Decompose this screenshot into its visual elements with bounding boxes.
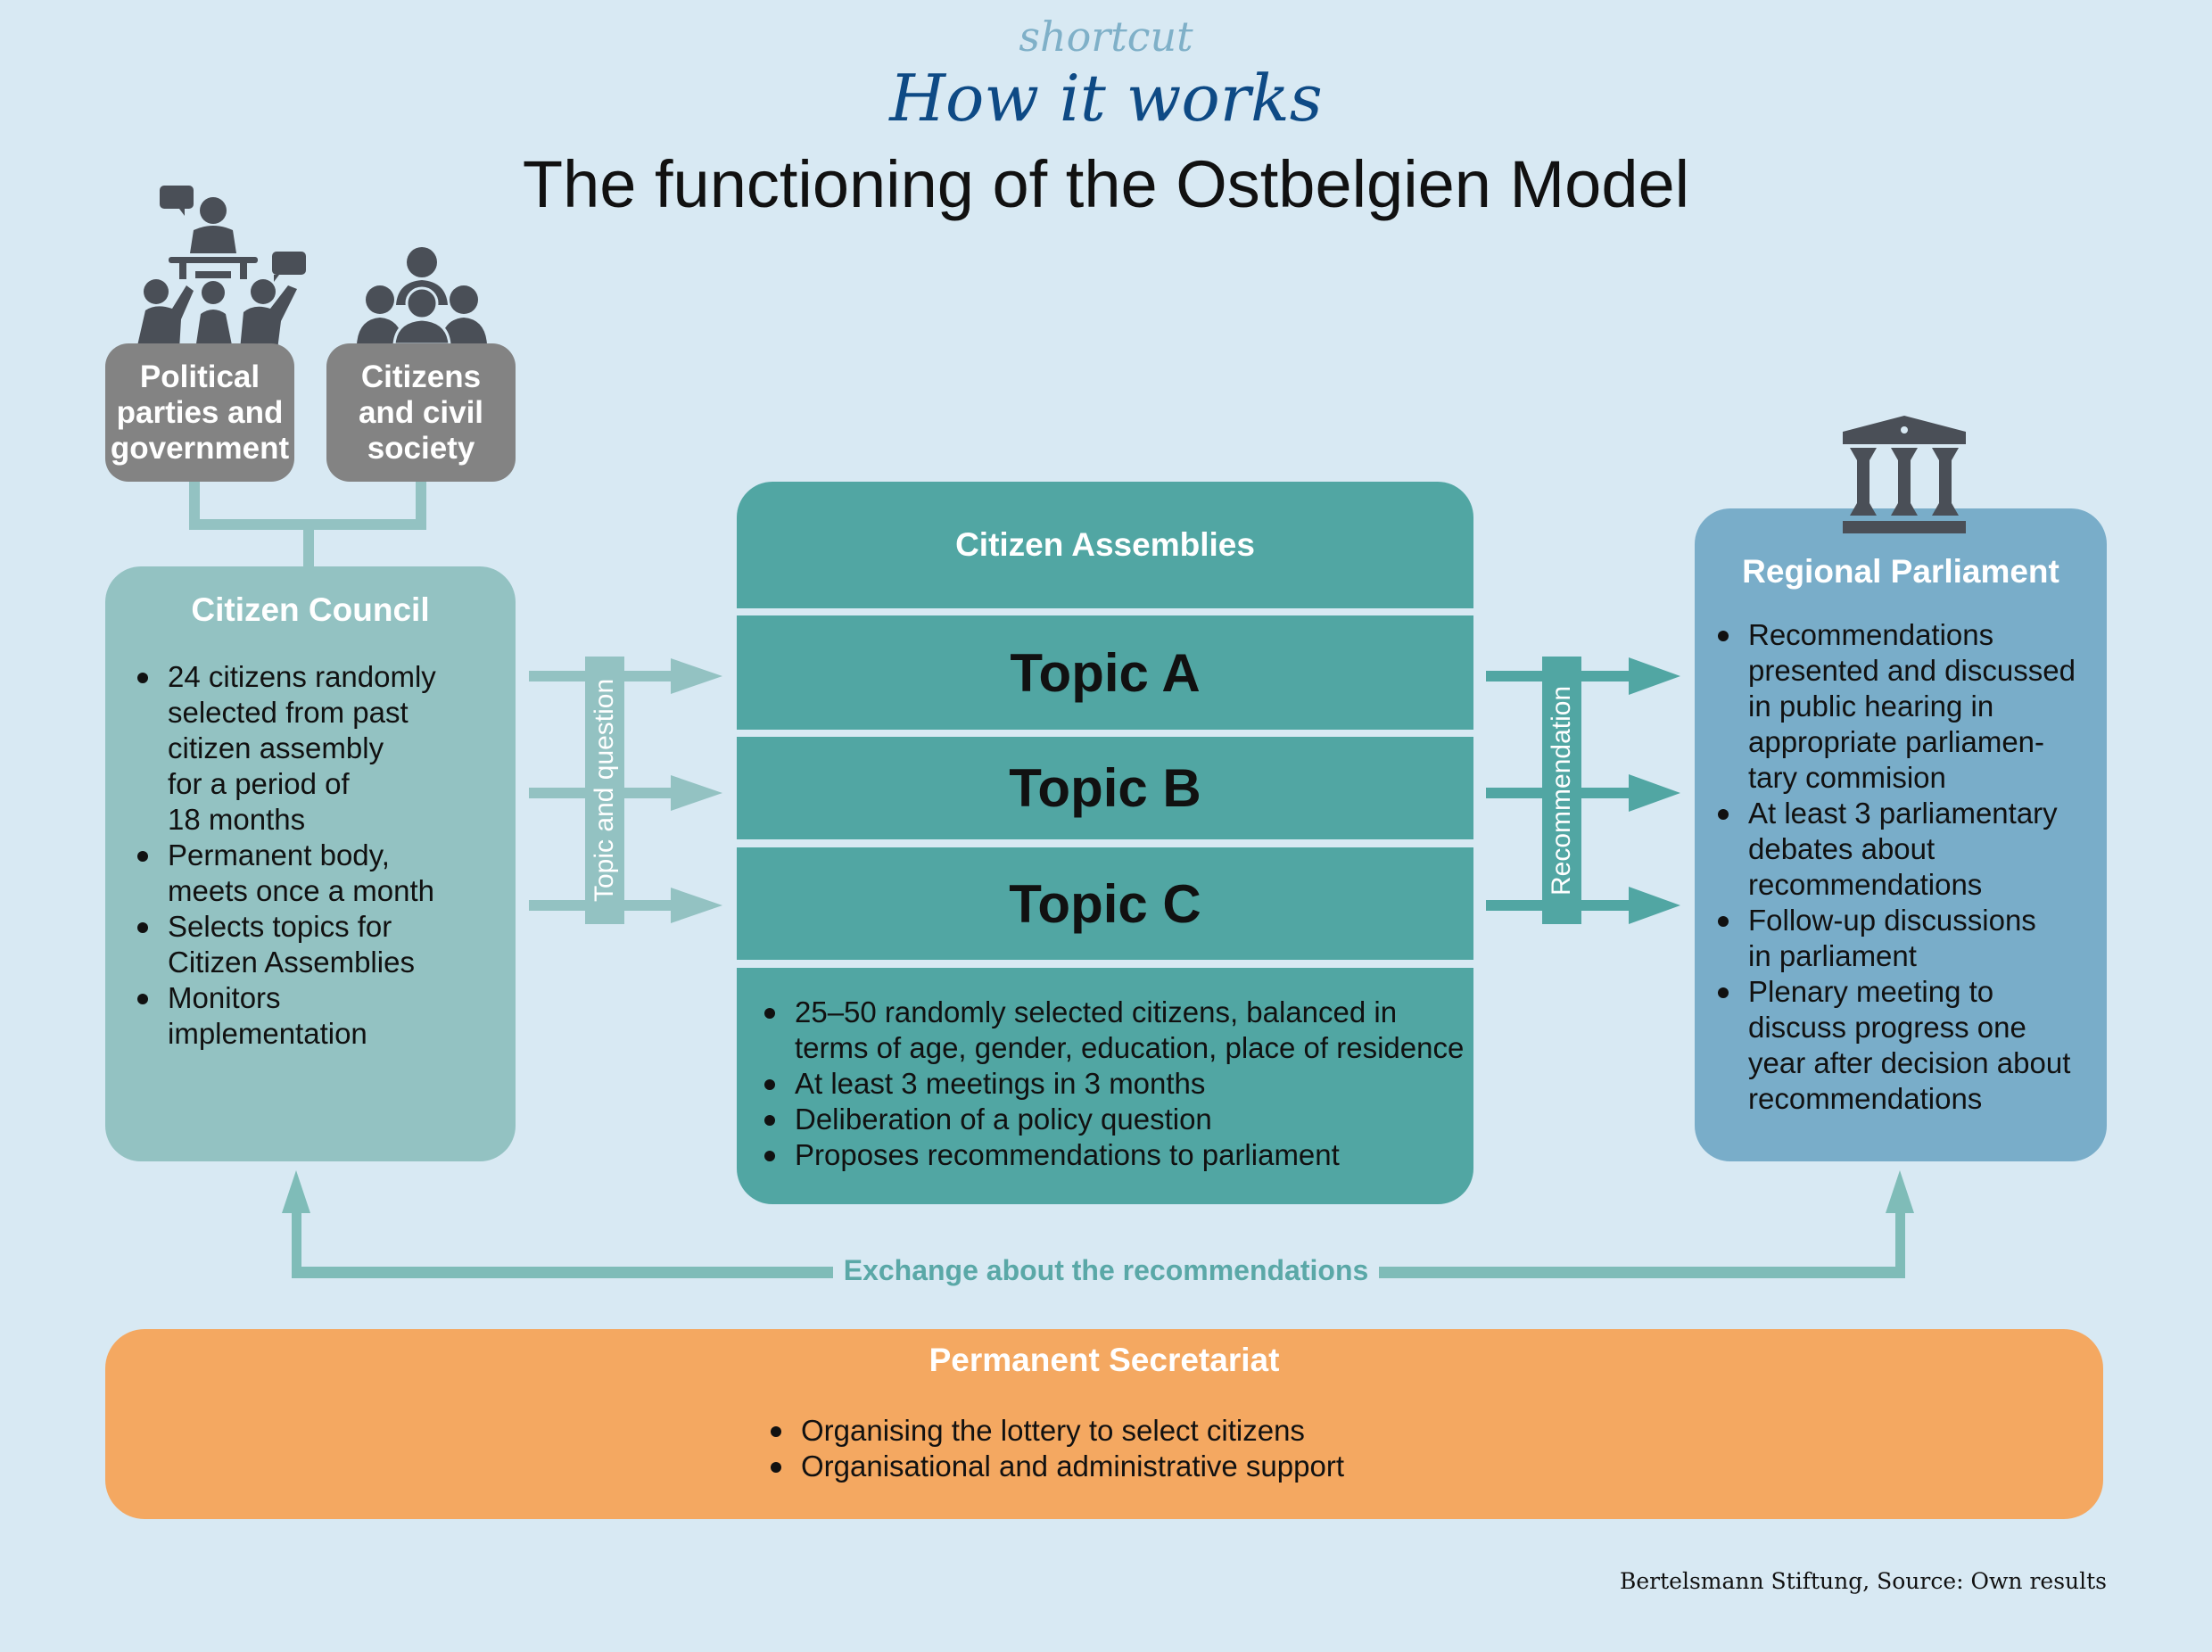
- group-people-icon: [357, 247, 487, 346]
- regional-parliament-list: Recommendations presented and discussed …: [1695, 617, 2107, 1117]
- page-title: The functioning of the Ostbelgien Model: [522, 147, 1690, 221]
- list-item: At least 3 parliamentary debates about r…: [1718, 796, 2107, 903]
- permanent-secretariat-list: Organising the lottery to select citizen…: [105, 1413, 2103, 1484]
- stakeholder-connector: [189, 480, 426, 568]
- source-footer: Bertelsmann Stiftung, Source: Own result…: [1620, 1568, 2107, 1594]
- citizen-council-title: Citizen Council: [191, 591, 430, 628]
- lecture-audience-icon: [136, 186, 306, 350]
- list-item: Plenary meeting to discuss progress one …: [1718, 974, 2107, 1117]
- list-item: Selects topics for Citizen Assemblies: [137, 909, 516, 980]
- permanent-secretariat-box: Permanent Secretariat Organising the lot…: [105, 1329, 2103, 1519]
- list-item: 24 citizens randomly selected from past …: [137, 659, 516, 838]
- stakeholder-citizens-label: Citizens and civil society: [358, 359, 484, 466]
- citizen-assemblies-list: 25–50 randomly selected citizens, balanc…: [737, 995, 1473, 1173]
- permanent-secretariat-title: Permanent Secretariat: [929, 1342, 1280, 1378]
- list-item: Monitors implementation: [137, 980, 516, 1052]
- topic-c-row: Topic C: [737, 847, 1473, 960]
- regional-parliament-title: Regional Parliament: [1742, 553, 2059, 590]
- topic-and-question-label: Topic and question: [590, 678, 619, 903]
- citizen-council-list: 24 citizens randomly selected from past …: [105, 659, 516, 1052]
- subtitle: How it works: [889, 61, 1323, 136]
- stakeholder-political-parties: Political parties and government: [105, 343, 294, 482]
- topic-b-label: Topic B: [1009, 758, 1201, 818]
- topic-arrows: [529, 657, 722, 924]
- exchange-arrows: [282, 1170, 1914, 1278]
- stakeholder-political-parties-label: Political parties and government: [110, 359, 290, 466]
- list-item: At least 3 meetings in 3 months: [764, 1066, 1473, 1102]
- regional-parliament-box: Regional Parliament Recommendations pres…: [1695, 508, 2107, 1161]
- citizen-assemblies-details: 25–50 randomly selected citizens, balanc…: [737, 968, 1473, 1204]
- citizen-assemblies-title: Citizen Assemblies: [955, 526, 1255, 563]
- list-item: Follow-up discussions in parliament: [1718, 903, 2107, 974]
- recommendation-label: Recommendation: [1547, 685, 1576, 896]
- citizen-council-box: Citizen Council 24 citizens randomly sel…: [105, 566, 516, 1161]
- topic-c-label: Topic C: [1009, 873, 1201, 934]
- citizen-assemblies-header: Citizen Assemblies: [737, 482, 1473, 608]
- list-item: Recommendations presented and discussed …: [1718, 617, 2107, 796]
- list-item: Organising the lottery to select citizen…: [771, 1413, 2103, 1449]
- stakeholder-citizens: Citizens and civil society: [326, 343, 516, 482]
- list-item: Organisational and administrative suppor…: [771, 1449, 2103, 1484]
- exchange-label: Exchange about the recommendations: [843, 1254, 1369, 1286]
- topic-a-row: Topic A: [737, 615, 1473, 730]
- list-item: Deliberation of a policy question: [764, 1102, 1473, 1137]
- list-item: Proposes recommendations to parliament: [764, 1137, 1473, 1173]
- list-item: 25–50 randomly selected citizens, balanc…: [764, 995, 1473, 1066]
- kicker-label: shortcut: [1019, 12, 1193, 61]
- topic-a-label: Topic A: [1010, 642, 1201, 703]
- parliament-building-icon: [1843, 416, 1966, 533]
- recommendation-arrows: [1486, 657, 1680, 924]
- topic-b-row: Topic B: [737, 737, 1473, 839]
- list-item: Permanent body, meets once a month: [137, 838, 516, 909]
